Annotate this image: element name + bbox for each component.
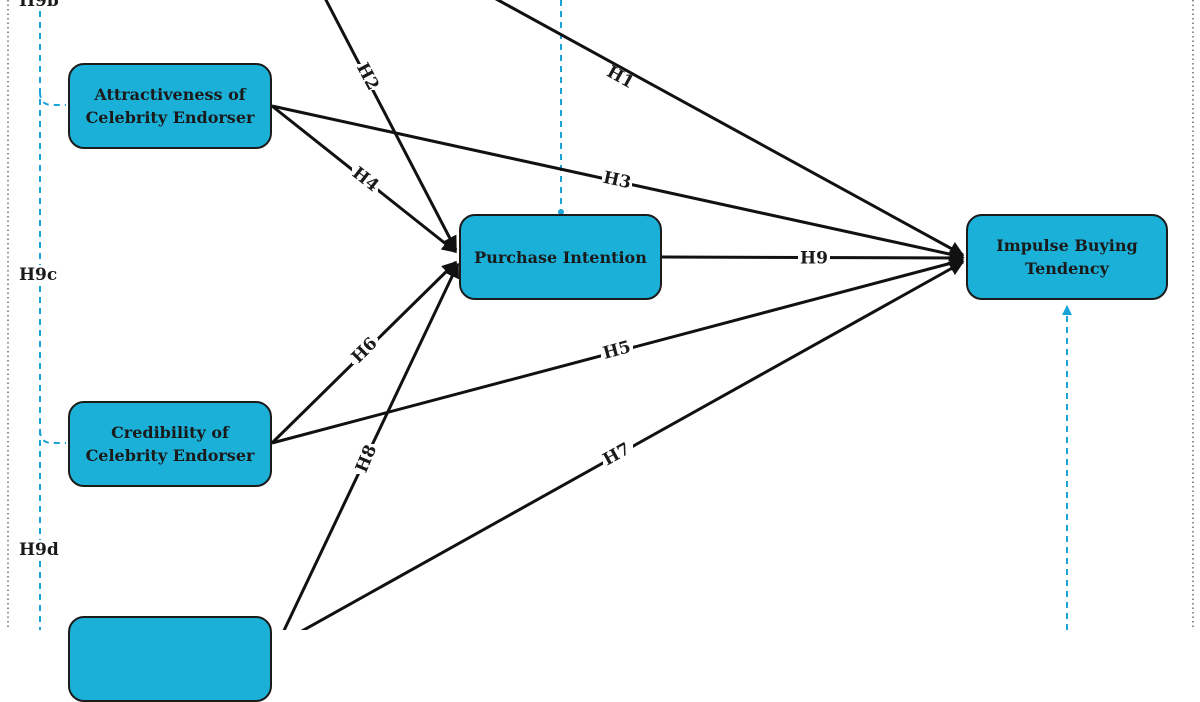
label-h7-bg	[603, 442, 633, 468]
label-h8-bg	[356, 444, 378, 474]
node-credibility-of-celebrity-endorser: Credibility of Celebrity Endorser	[68, 401, 272, 487]
node-purchase-intention: Purchase Intention	[459, 214, 662, 300]
label-h3-bg	[602, 171, 632, 191]
moderator-branch-credibility	[39, 429, 66, 444]
label-h1: H1	[603, 62, 637, 93]
node-purchase-intention-label: Purchase Intention	[474, 247, 647, 267]
label-h9d: H9d	[17, 540, 61, 560]
arrow-h1	[494, 0, 965, 257]
path-labels: H1 H2 H3 H4 H5 H6 H7 H8 H9	[348, 60, 830, 476]
node-impulse-buying-tendency: Impulse Buying Tendency	[966, 214, 1168, 300]
label-h5-bg	[601, 341, 633, 361]
label-h9b: H9b	[17, 0, 61, 11]
node-attractiveness-of-celebrity-endorser: Attractiveness of Celebrity Endorser	[68, 63, 272, 149]
path-arrows	[270, 0, 965, 630]
label-h9c: H9c	[17, 265, 60, 285]
moderation-junction-dot	[558, 209, 564, 215]
node-credibility-line2: Celebrity Endorser	[85, 446, 255, 465]
node-bottom-left-partial	[68, 616, 272, 702]
arrow-h2	[324, 0, 458, 252]
node-credibility-line1: Credibility of	[111, 423, 229, 442]
label-h4-bg	[352, 166, 378, 192]
label-h6-bg	[352, 338, 378, 364]
label-h2-bg	[356, 64, 378, 90]
node-attractiveness-line2: Celebrity Endorser	[85, 108, 255, 127]
research-model-diagram: H1 H2 H3 H4 H5 H6 H7 H8 H9	[7, 0, 1194, 630]
label-h9-bg	[798, 248, 830, 268]
moderator-branch-attractiveness	[39, 91, 66, 106]
label-h9: H9	[800, 249, 828, 269]
node-impulse-buying-line1: Impulse Buying	[996, 236, 1138, 255]
node-attractiveness-line1: Attractiveness of	[94, 85, 246, 104]
node-impulse-buying-line2: Tendency	[1025, 259, 1109, 278]
